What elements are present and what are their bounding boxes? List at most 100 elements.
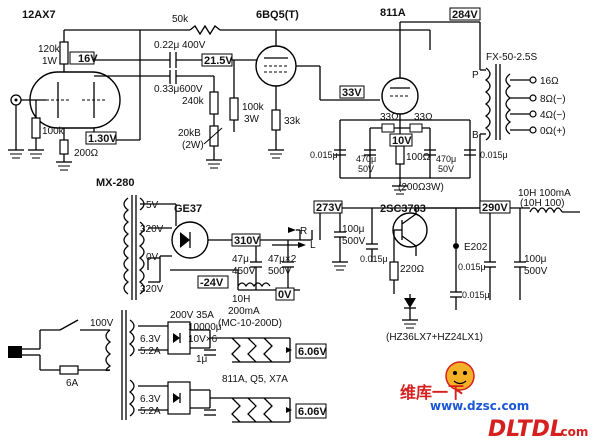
- ground-icon: [392, 185, 408, 195]
- resistor-label: 3W: [244, 114, 260, 125]
- capacitor-label: 0.33μ600V: [154, 84, 203, 95]
- watermark-cn: 维库一下: [400, 383, 464, 402]
- transistor-emitter: [401, 235, 417, 247]
- pot-arrow: [203, 127, 223, 145]
- resistor-label: 33Ω: [414, 112, 433, 123]
- transformer-label: 5.2A: [140, 406, 161, 417]
- voltage-label: 21.5V: [204, 55, 233, 67]
- resistor-label: 100k: [242, 102, 265, 113]
- transformer-label: 4Ω(−): [540, 110, 566, 121]
- resistor-label: (2W): [182, 140, 204, 151]
- voltage-box: [69, 51, 95, 65]
- capacitor-label: 0.015μ: [462, 290, 490, 300]
- voltage-box: [339, 85, 365, 99]
- resistor-label: 50k: [172, 14, 189, 25]
- transformer-label: 16Ω: [540, 76, 559, 87]
- switch-icon: [59, 319, 79, 331]
- choke-icon: [529, 207, 563, 214]
- semi-label: E202: [464, 242, 488, 253]
- capacitor-label: 470μ: [436, 154, 456, 164]
- semi-label: 2SC3783: [380, 203, 426, 215]
- resistor-label: 220Ω: [400, 264, 425, 275]
- resistor-100: [395, 145, 405, 165]
- transistor-collector: [401, 213, 417, 225]
- channel-label: L: [310, 240, 316, 251]
- resistor-label: 20kB: [178, 128, 201, 139]
- xfmr-320-winding: [138, 221, 145, 295]
- resistor-240k: [209, 91, 219, 115]
- capacitor-label: 450V: [232, 266, 256, 277]
- fuse-icon: [59, 365, 79, 375]
- voltage-label: 10V: [392, 135, 412, 147]
- resistor-label: 100k: [42, 126, 65, 137]
- capacitor-label: 47μ×2: [268, 254, 297, 265]
- voltage-label: 16V: [78, 53, 98, 65]
- capacitor-label: 500V: [342, 236, 366, 247]
- voltage-label: -24V: [200, 277, 224, 289]
- arrow-icon: [298, 242, 306, 248]
- capacitor-label: 0.015μ: [480, 150, 508, 160]
- resistor-label: 240k: [182, 96, 205, 107]
- choke-label: 10H 100mA: [518, 188, 571, 199]
- capacitor-label: 500V: [524, 266, 548, 277]
- transformer-label: 6.3V: [140, 334, 161, 345]
- voltage-label: 0V: [278, 289, 292, 301]
- capacitor-label: 0.22μ 400V: [154, 40, 206, 51]
- voltage-label: 6.06V: [298, 346, 327, 358]
- arrow-icon: [286, 407, 292, 413]
- voltage-box: [275, 287, 295, 301]
- xfmr-primary: [484, 67, 491, 141]
- watermark-logo: DLTDL: [488, 417, 564, 442]
- capacitor-label: 500V: [268, 266, 292, 277]
- heater-zigzag: [231, 397, 241, 423]
- choke-label: 200mA: [228, 306, 260, 317]
- resistor-label: 120k: [38, 44, 61, 55]
- channel-label: R: [300, 226, 307, 237]
- ground-icon: [28, 149, 44, 159]
- voltage-label: 273V: [316, 202, 342, 214]
- transformer-label: P: [472, 70, 479, 81]
- voltage-label: 6.06V: [298, 406, 327, 418]
- voltage-box: [231, 233, 261, 247]
- watermark-mascot: [445, 361, 475, 391]
- transformer-label: 0V: [146, 252, 159, 263]
- transformer-label: 8Ω(−): [540, 94, 566, 105]
- voltage-label: 33V: [342, 87, 362, 99]
- voltage-box: [295, 343, 327, 359]
- resistor-label: 33Ω: [380, 112, 399, 123]
- tube-label-v1: 12AX7: [22, 9, 56, 21]
- voltage-label: 290V: [482, 202, 508, 214]
- heater-zigzag: [247, 397, 257, 423]
- capacitor-label: 0.015μ: [310, 150, 338, 160]
- zener-icon: [404, 298, 416, 308]
- output-terminal-icon: [529, 76, 537, 84]
- resistor-33b: [409, 123, 423, 133]
- diode-icon: [180, 232, 190, 248]
- resistor-label: 200Ω: [74, 148, 99, 159]
- capacitor-label: 50V: [358, 164, 374, 174]
- resistor-100k-input: [31, 117, 41, 139]
- transformer-label: 320V: [140, 284, 164, 295]
- semi-label: 200V 35A: [170, 310, 214, 321]
- capacitor-label: 100μ: [524, 254, 547, 265]
- transformer-label: 5.2A: [140, 346, 161, 357]
- choke-label: (10H 100): [520, 198, 564, 209]
- transformer-label: 5V: [146, 200, 159, 211]
- capacitor-label: 1μ: [196, 354, 208, 365]
- resistor-33k: [271, 109, 281, 131]
- transformer-label: B: [472, 130, 479, 141]
- transformer-label: 100V: [90, 318, 114, 329]
- tube-label-v3: 811A: [380, 7, 406, 19]
- arrow-icon: [288, 227, 296, 233]
- choke-label: 10H: [232, 294, 250, 305]
- resistor-label: 33k: [284, 116, 301, 127]
- ground-icon: [332, 261, 348, 271]
- voltage-box: [85, 131, 117, 145]
- resistor-50k: [189, 24, 221, 36]
- tube-label-v2: 6BQ5(T): [256, 9, 299, 21]
- resistor-100k-3w: [229, 97, 239, 121]
- diode-icon: [173, 393, 180, 403]
- input-jack-center: [14, 98, 18, 102]
- xfmr-heater1: [128, 319, 135, 357]
